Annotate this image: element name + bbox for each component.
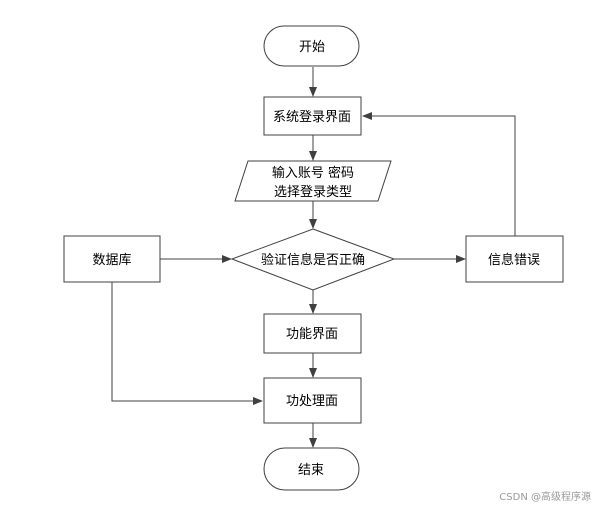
login-screen-box — [263, 96, 362, 136]
function-screen-box — [263, 313, 362, 354]
input-parallelogram — [234, 160, 392, 202]
verify-decision-diamond — [230, 228, 396, 291]
database-box — [63, 235, 161, 283]
database-label: 数据库 — [92, 252, 131, 268]
error-label: 信息错误 — [488, 252, 540, 268]
edge-error-to-login — [362, 112, 516, 236]
edge-database-to-processing — [111, 282, 263, 405]
watermark-text: CSDN @高级程序源 — [499, 492, 591, 503]
processing-screen-box — [263, 377, 362, 424]
end-terminator — [263, 447, 360, 491]
input-label-line1: 输入账号 密码 — [272, 165, 354, 181]
verify-label: 验证信息是否正确 — [261, 252, 365, 268]
function-screen-label: 功能界面 — [286, 327, 338, 342]
start-label: 开始 — [299, 40, 325, 55]
end-label: 结束 — [298, 463, 324, 478]
login-screen-label: 系统登录界面 — [273, 110, 351, 125]
processing-screen-label: 功处理面 — [286, 394, 338, 409]
start-terminator — [263, 25, 360, 67]
error-box — [465, 235, 564, 283]
input-label-line2: 选择登录类型 — [274, 185, 352, 200]
